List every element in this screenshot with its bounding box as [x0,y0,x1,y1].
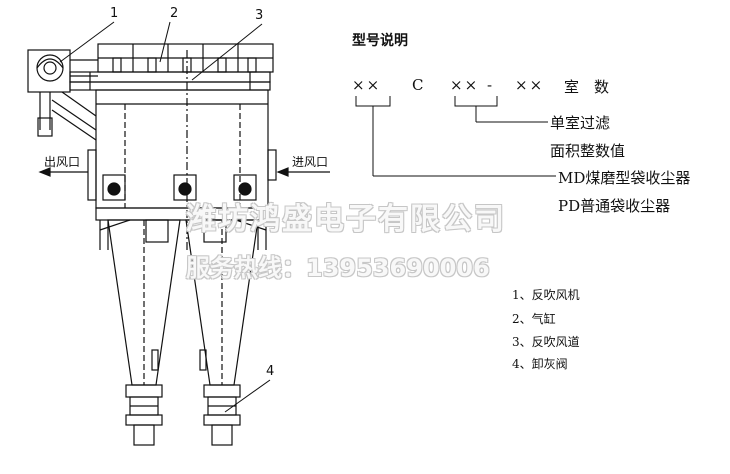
callout-3: 3 [255,8,264,23]
right-hopper [185,219,259,386]
ash-discharge-valve-left [125,384,163,446]
top-cylinder-panel [97,43,274,73]
meaning-pd: PD普通袋收尘器 [558,197,671,215]
meaning-single-room: 单室过滤 [550,114,611,132]
reverse-blow-fan [27,49,98,141]
model-code-room: 室 [564,78,582,96]
left-hopper [107,219,181,386]
inlet-label: 进风口 [292,155,329,169]
meaning-md: MD煤磨型袋收尘器 [558,169,691,187]
model-code-xx-1: ×× [352,76,382,94]
legend-item-2: 2、气缸 [512,312,556,326]
inlet-arrow [276,167,330,177]
legend-item-4: 4、卸灰阀 [512,357,568,371]
callout-1: 1 [110,6,119,21]
model-code-dash: - [487,76,495,94]
callout-2: 2 [170,6,179,21]
outlet-label: 出风口 [44,155,81,169]
cylinder-row [112,57,257,73]
model-code-xx-2: ×× [450,76,480,94]
model-code-leaders [355,96,556,177]
legend-item-3: 3、反吹风道 [512,335,580,349]
watermark-phone: 服务热线：13953690006 [186,254,490,282]
outlet-arrow [38,167,88,177]
meaning-area: 面积整数值 [550,142,626,160]
legend-item-1: 1、反吹风机 [512,288,580,302]
watermark-company: 潍坊鸿盛电子有限公司 [186,202,506,237]
model-code-count: 数 [594,78,612,96]
ash-discharge-valve-right [203,384,241,446]
callout-leaders [59,21,271,413]
model-heading: 型号说明 [352,33,408,49]
model-code-c: C [412,76,426,94]
callout-4: 4 [266,364,275,379]
access-doors [102,174,257,201]
reverse-blow-duct [69,71,271,91]
model-code-xx-3: ×× [515,76,545,94]
